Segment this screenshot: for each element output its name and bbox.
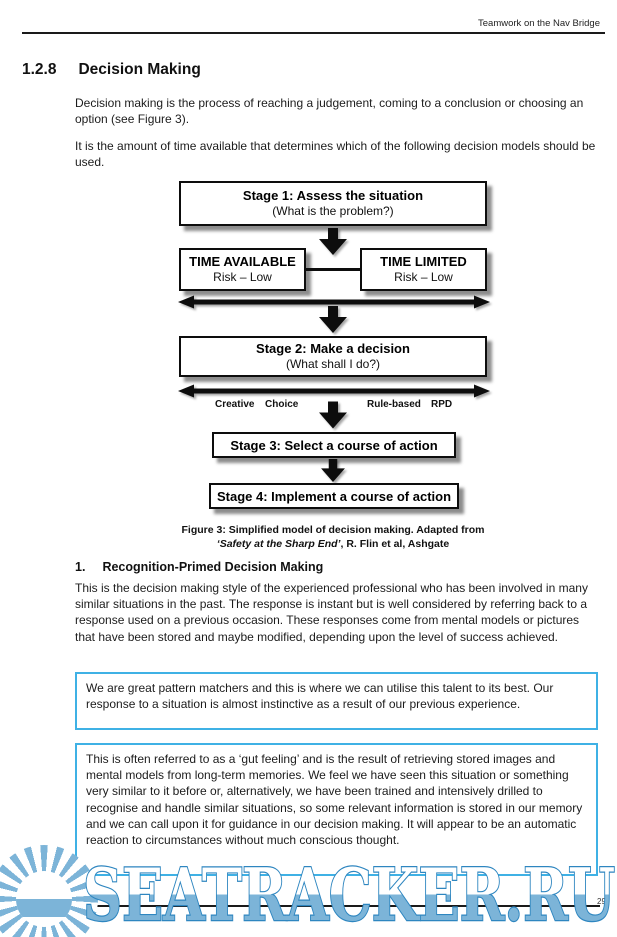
down-arrow-icon bbox=[319, 228, 347, 255]
double-arrow-icon bbox=[178, 384, 490, 398]
stage4-title: Stage 4: Implement a course of action bbox=[216, 488, 452, 504]
rpd-paragraph: This is the decision making style of the… bbox=[75, 581, 588, 644]
time-limited-title: TIME LIMITED bbox=[380, 254, 467, 269]
sun-disc bbox=[16, 871, 72, 927]
time-available-title: TIME AVAILABLE bbox=[189, 254, 296, 269]
spectrum-label-choice: Choice bbox=[265, 399, 299, 410]
rpd-heading-number: 1. bbox=[75, 560, 86, 574]
time-available-risk: Risk – Low bbox=[213, 270, 272, 284]
callout-box-2: This is often referred to as a ‘gut feel… bbox=[75, 743, 598, 876]
rpd-heading-title: Recognition-Primed Decision Making bbox=[102, 560, 324, 574]
header-title: Teamwork on the Nav Bridge bbox=[478, 18, 600, 29]
flowchart-stage3-box: Stage 3: Select a course of action bbox=[212, 432, 456, 458]
stage2-title: Stage 2: Make a decision bbox=[256, 341, 410, 356]
spectrum-label-rpd: RPD bbox=[431, 399, 453, 410]
rpd-heading: 1. Recognition-Primed Decision Making bbox=[75, 560, 323, 574]
section-title: Decision Making bbox=[78, 61, 201, 78]
flowchart-time-limited-box: TIME LIMITED Risk – Low bbox=[360, 248, 487, 291]
sun-sea bbox=[16, 899, 72, 917]
section-number: 1.2.8 bbox=[22, 61, 57, 78]
stage3-title: Stage 3: Select a course of action bbox=[230, 437, 438, 453]
footer-rule bbox=[22, 905, 600, 907]
stage2-subtitle: (What shall I do?) bbox=[285, 357, 381, 371]
header-rule bbox=[22, 32, 605, 34]
figure-caption-line2: ‘Safety at the Sharp End’, R. Flin et al… bbox=[83, 538, 583, 552]
connector-line bbox=[304, 268, 362, 271]
seatracker-watermark: SEATRACKER.RU bbox=[82, 856, 616, 930]
flowchart-time-available-box: TIME AVAILABLE Risk – Low bbox=[179, 248, 306, 291]
figure-caption-source: ‘Safety at the Sharp End’ bbox=[216, 537, 341, 550]
stage1-title: Stage 1: Assess the situation bbox=[242, 188, 424, 203]
watermark-text: SEATRACKER.RU bbox=[83, 856, 615, 930]
page-number: 29 bbox=[597, 897, 606, 906]
section-heading: 1.2.8 Decision Making bbox=[22, 61, 201, 79]
double-arrow-icon bbox=[178, 295, 490, 309]
intro-paragraph-1: Decision making is the process of reachi… bbox=[75, 96, 584, 127]
down-arrow-icon bbox=[319, 401, 347, 429]
time-limited-risk: Risk – Low bbox=[394, 270, 453, 284]
intro-paragraph-2: It is the amount of time available that … bbox=[75, 139, 596, 170]
spectrum-label-creative: Creative bbox=[215, 399, 255, 410]
seatracker-sun-icon bbox=[0, 845, 98, 937]
stage1-subtitle: (What is the problem?) bbox=[272, 204, 394, 218]
figure-caption: Figure 3: Simplified model of decision m… bbox=[83, 524, 583, 551]
figure-caption-authors: , R. Flin et al, Ashgate bbox=[340, 537, 450, 550]
callout-box-1: We are great pattern matchers and this i… bbox=[75, 672, 598, 730]
down-arrow-icon bbox=[319, 306, 347, 333]
flowchart-stage2-box: Stage 2: Make a decision (What shall I d… bbox=[179, 336, 487, 377]
flowchart-stage1-box: Stage 1: Assess the situation (What is t… bbox=[179, 181, 487, 226]
flowchart-stage4-box: Stage 4: Implement a course of action bbox=[209, 483, 459, 509]
down-arrow-icon bbox=[321, 459, 345, 482]
spectrum-label-rule-based: Rule-based bbox=[367, 399, 421, 410]
figure-caption-line1: Figure 3: Simplified model of decision m… bbox=[181, 524, 485, 536]
